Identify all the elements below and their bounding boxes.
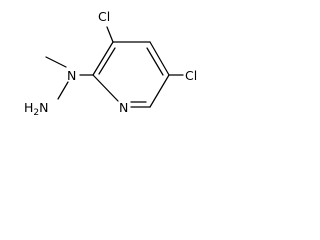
amino-nitrogen: N bbox=[39, 100, 48, 115]
amino-group-label: H2N bbox=[24, 100, 49, 118]
hydrazine-nitrogen-label: N bbox=[67, 68, 76, 83]
pyridine-nitrogen-label: N bbox=[119, 100, 128, 115]
bond-c4-c5 bbox=[149, 41, 170, 76]
bond-n1-c2 bbox=[92, 74, 119, 102]
chlorine-label-top: Cl bbox=[98, 9, 110, 24]
amino-subscript: 2 bbox=[33, 108, 39, 118]
chemical-structure-drawing: Cl Cl N N H2N bbox=[24, 9, 197, 118]
bond-c4-c5-inner bbox=[146, 47, 164, 76]
bond-c3-cl bbox=[106, 26, 114, 43]
atom-labels: Cl Cl N N H2N bbox=[24, 9, 197, 118]
chlorine-label-right: Cl bbox=[185, 68, 197, 83]
bond-lines bbox=[45, 26, 184, 108]
bond-c5-c6 bbox=[149, 74, 170, 108]
bond-n-methyl bbox=[45, 56, 67, 68]
bond-n-nh2 bbox=[57, 81, 69, 100]
amino-hydrogen: H bbox=[24, 100, 33, 115]
bond-c2-c3 bbox=[92, 41, 114, 76]
bond-c2-c3-inner bbox=[98, 47, 116, 75]
